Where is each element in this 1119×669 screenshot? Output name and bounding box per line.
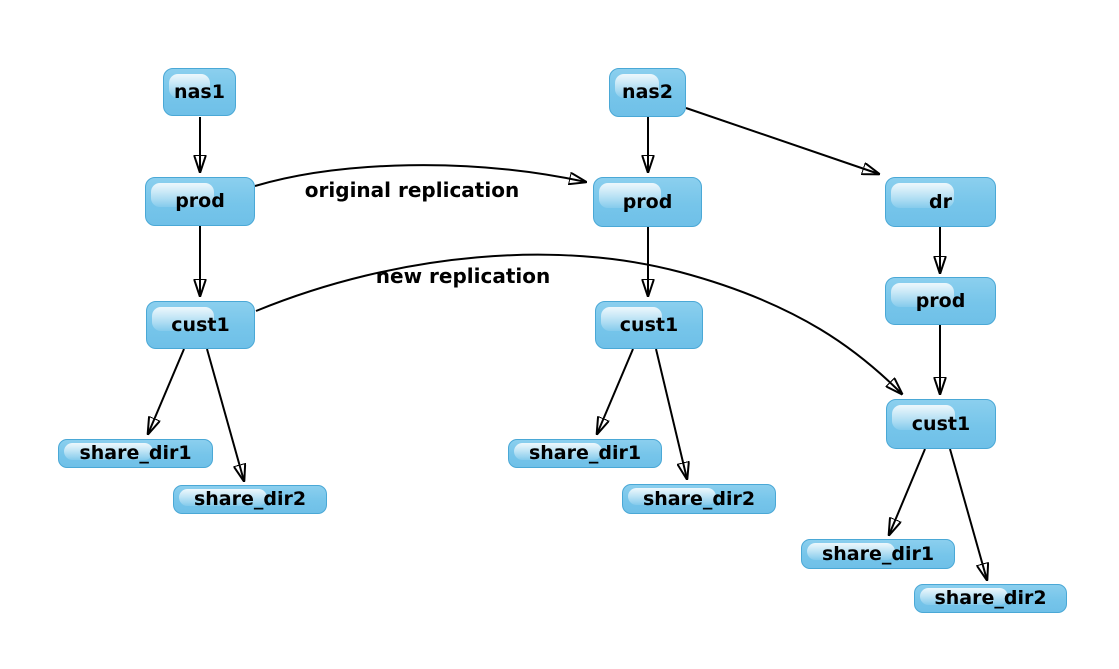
edge-original-replication — [254, 164, 586, 187]
node-label: nas2 — [622, 81, 673, 103]
node-label: cust1 — [619, 313, 679, 336]
edge-cust1-right-to-share-dir1-right — [889, 448, 926, 535]
node-label: share_dir1 — [528, 442, 642, 464]
node-nas2: nas2 — [609, 68, 686, 117]
edge-cust1-right-to-share-dir2-right — [949, 448, 987, 580]
edge-nas2-to-dr — [685, 107, 879, 174]
node-dr: dr — [885, 177, 996, 227]
node-share-dir1-middle: share_dir1 — [508, 439, 662, 468]
node-cust1-right: cust1 — [886, 399, 996, 449]
node-share-dir2-middle: share_dir2 — [622, 484, 776, 514]
node-share-dir2-left: share_dir2 — [173, 485, 327, 514]
node-prod-middle: prod — [593, 177, 702, 227]
edge-new-replication — [255, 253, 902, 394]
node-label: share_dir1 — [79, 442, 192, 464]
edge-cust1-left-to-share-dir1-left — [148, 348, 185, 434]
edge-cust1-left-to-share-dir2-left — [206, 348, 244, 481]
node-label: prod — [622, 190, 673, 213]
node-label: share_dir2 — [193, 488, 307, 510]
edge-cust1-middle-to-share-dir1-middle — [597, 348, 634, 434]
node-nas1: nas1 — [163, 68, 236, 116]
node-label: dr — [929, 190, 952, 213]
edge-label-original-replication: original replication — [304, 178, 520, 202]
node-cust1-middle: cust1 — [595, 301, 703, 349]
node-label: cust1 — [911, 412, 971, 435]
node-cust1-left: cust1 — [146, 301, 255, 349]
node-label: nas1 — [174, 80, 225, 103]
node-label: share_dir1 — [821, 542, 935, 565]
node-share-dir2-right: share_dir2 — [914, 584, 1067, 613]
node-label: share_dir2 — [642, 487, 756, 510]
node-label: share_dir2 — [934, 587, 1047, 609]
node-share-dir1-right: share_dir1 — [801, 539, 955, 569]
edge-label-new-replication: new replication — [375, 264, 551, 288]
node-prod-left: prod — [145, 177, 255, 226]
node-label: prod — [175, 190, 225, 212]
node-label: cust1 — [171, 313, 230, 336]
node-share-dir1-left: share_dir1 — [58, 439, 213, 468]
edge-cust1-middle-to-share-dir2-middle — [655, 348, 687, 479]
node-label: prod — [915, 289, 966, 312]
node-prod-right: prod — [885, 277, 996, 325]
